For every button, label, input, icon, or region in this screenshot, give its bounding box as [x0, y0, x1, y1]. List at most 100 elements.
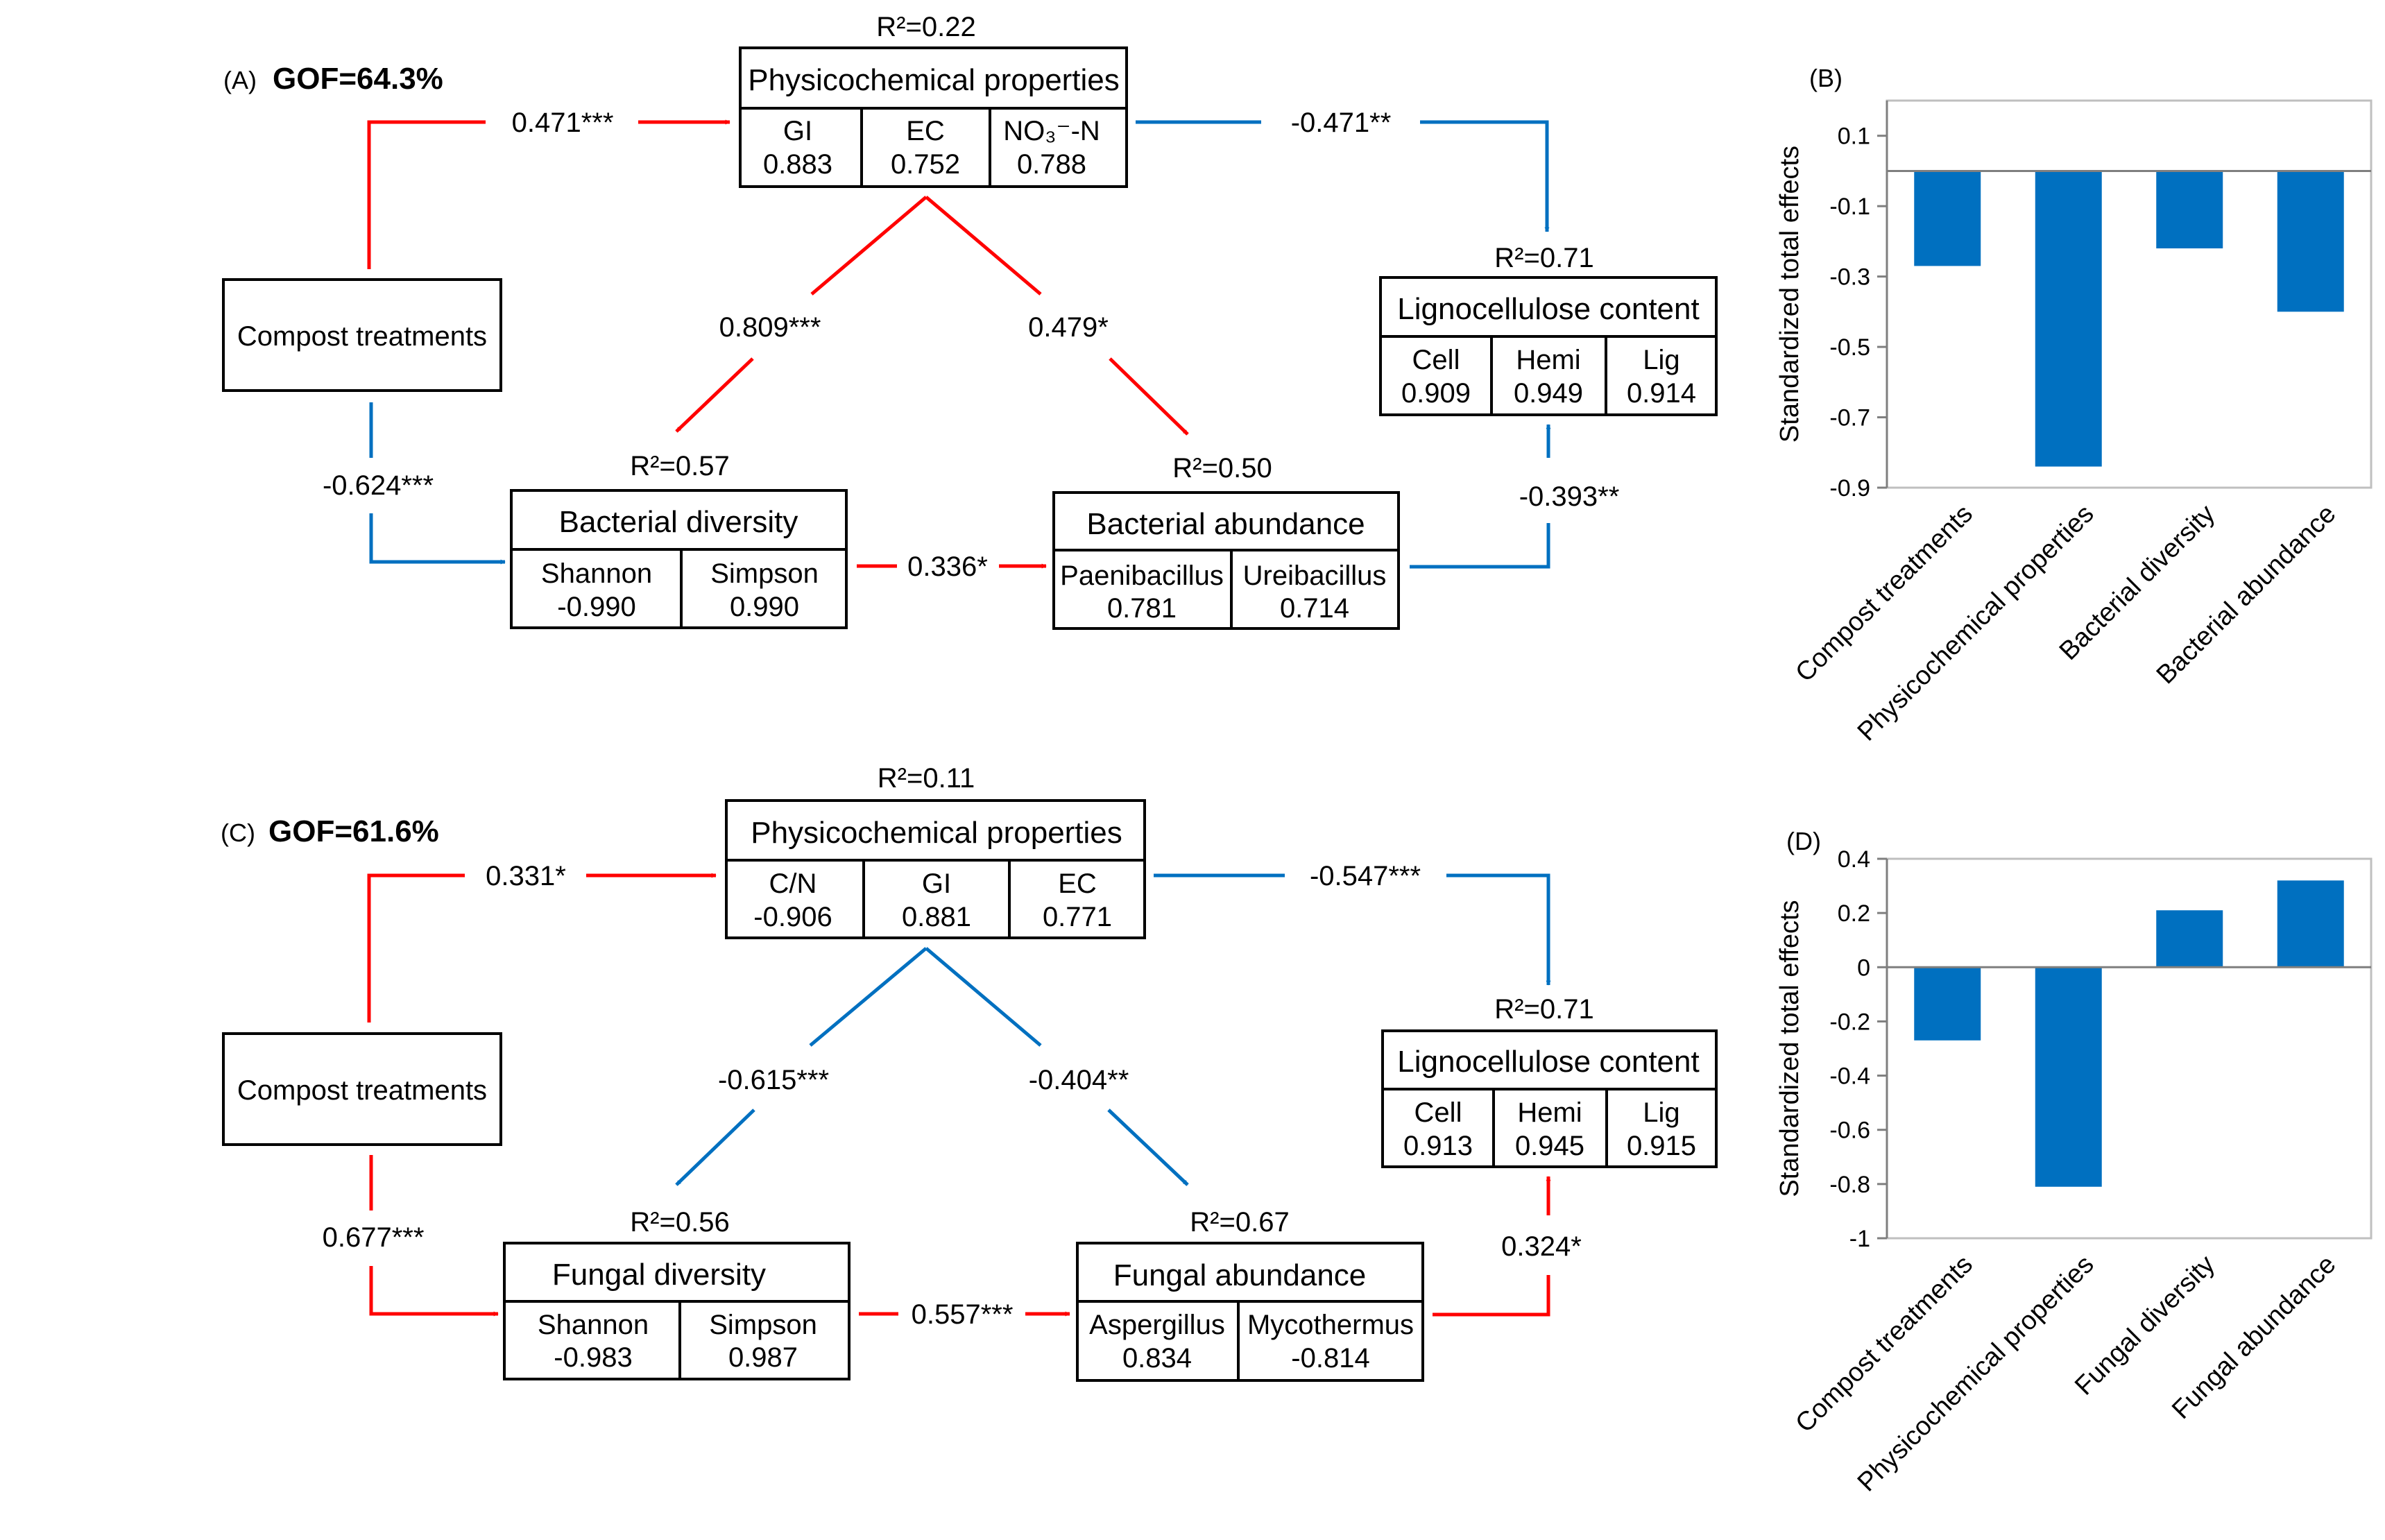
- y-tick-label: -0.3: [1829, 264, 1870, 291]
- ligno-cell-name-a-0: Cell: [1412, 345, 1460, 375]
- panel-c: (C) GOF=61.6% Compost treatments R²=0.11…: [221, 763, 1718, 1382]
- phys-cell-value-a-0: 0.883: [763, 149, 832, 180]
- coef-phys-fabund-c: -0.404**: [1029, 1065, 1129, 1095]
- phys-r2-a: R²=0.22: [876, 12, 975, 42]
- y-tick-label: -1: [1849, 1226, 1870, 1252]
- phys-cell-value-c-0: -0.906: [753, 902, 832, 932]
- ligno-cell-value-a-0: 0.909: [1401, 378, 1471, 409]
- compost-title-c: Compost treatments: [237, 1075, 487, 1106]
- ligno-box-a: R²=0.71 Lignocellulose content Cell 0.90…: [1379, 243, 1718, 416]
- phys-title-a: Physicochemical properties: [748, 63, 1120, 97]
- path-fabund-ligno-c: 0.324*: [1433, 1176, 1582, 1317]
- panel-a-label: (A): [223, 66, 257, 94]
- coef-phys-ligno-a: -0.471**: [1291, 108, 1392, 138]
- phys-title-c: Physicochemical properties: [751, 816, 1122, 850]
- fdiv-cell-name-c-0: Shannon: [538, 1310, 649, 1340]
- y-tick-label: -0.7: [1829, 405, 1870, 431]
- fabund-cell-value-c-1: -0.814: [1291, 1343, 1369, 1374]
- fabund-title-c: Fungal abundance: [1113, 1258, 1367, 1292]
- bar: [1914, 967, 1981, 1041]
- ligno-cell-name-c-2: Lig: [1643, 1097, 1679, 1128]
- compost-box-c: Compost treatments: [222, 1032, 502, 1146]
- path-phys-ligno-c: -0.547***: [1154, 861, 1551, 986]
- babund-title-a: Bacterial abundance: [1086, 507, 1365, 541]
- y-axis-title: Standardized total effects: [1775, 146, 1804, 443]
- coef-compost-phys-a: 0.471***: [512, 108, 614, 138]
- y-tick-label: 0.2: [1838, 900, 1870, 927]
- panel-c-gof: GOF=61.6%: [268, 814, 439, 848]
- path-compost-phys-c: 0.331*: [367, 861, 717, 1023]
- ligno-cell-value-c-0: 0.913: [1403, 1131, 1473, 1161]
- ligno-title-a: Lignocellulose content: [1397, 292, 1699, 326]
- y-tick-label: -0.5: [1829, 334, 1870, 361]
- path-compost-bdiv-a: -0.624***: [323, 402, 506, 565]
- bar: [2156, 171, 2223, 249]
- phys-cell-value-c-1: 0.881: [902, 902, 971, 932]
- phys-cell-value-c-2: 0.771: [1043, 902, 1112, 932]
- phys-cell-name-c-1: GI: [922, 869, 951, 899]
- fabund-r2-c: R²=0.67: [1190, 1207, 1289, 1238]
- phys-cell-name-a-0: GI: [783, 116, 812, 146]
- fabund-box-c: R²=0.67 Fungal abundance Aspergillus 0.8…: [1076, 1207, 1424, 1382]
- coef-fabund-ligno-c: 0.324*: [1501, 1231, 1582, 1262]
- phys-box-a: R²=0.22 Physicochemical properties GI 0.…: [739, 12, 1128, 188]
- bdiv-cell-value-a-0: -0.990: [557, 592, 635, 622]
- path-compost-phys-a: 0.471***: [367, 108, 730, 269]
- coef-phys-bdiv-a: 0.809***: [719, 312, 821, 343]
- ligno-cell-name-c-1: Hemi: [1517, 1097, 1582, 1128]
- y-tick-label: 0.4: [1838, 846, 1870, 873]
- coef-phys-babund-a: 0.479*: [1028, 312, 1109, 343]
- fabund-cell-name-c-1: Mycothermus: [1247, 1310, 1414, 1340]
- fdiv-r2-c: R²=0.56: [630, 1207, 729, 1238]
- path-babund-ligno-a: -0.393**: [1410, 424, 1619, 569]
- coef-compost-bdiv-a: -0.624***: [323, 470, 434, 501]
- coef-compost-phys-c: 0.331*: [486, 861, 566, 891]
- y-tick-label: -0.9: [1829, 475, 1870, 502]
- phys-cell-value-a-1: 0.752: [891, 149, 960, 180]
- babund-r2-a: R²=0.50: [1172, 453, 1272, 484]
- bdiv-box-a: R²=0.57 Bacterial diversity Shannon -0.9…: [510, 451, 848, 629]
- ligno-box-c: R²=0.71 Lignocellulose content Cell 0.91…: [1381, 994, 1718, 1168]
- path-phys-babund-a: 0.479*: [925, 196, 1189, 436]
- ligno-cell-value-c-2: 0.915: [1627, 1131, 1696, 1161]
- bdiv-cell-name-a-0: Shannon: [541, 558, 652, 589]
- bdiv-title-a: Bacterial diversity: [559, 505, 798, 539]
- ligno-cell-name-c-0: Cell: [1414, 1097, 1462, 1128]
- path-compost-fdiv-c: 0.677***: [323, 1155, 499, 1317]
- babund-cell-name-a-0: Paenibacillus: [1060, 561, 1224, 591]
- ligno-cell-name-a-2: Lig: [1643, 345, 1679, 375]
- chart-panel-label: (D): [1786, 827, 1821, 855]
- ligno-r2-a: R²=0.71: [1494, 243, 1593, 273]
- fdiv-title-c: Fungal diversity: [552, 1258, 766, 1292]
- phys-r2-c: R²=0.11: [878, 763, 975, 794]
- y-tick-label: 0: [1857, 955, 1870, 981]
- phys-box-c: R²=0.11 Physicochemical properties C/N -…: [725, 763, 1146, 939]
- babund-cell-value-a-0: 0.781: [1107, 593, 1177, 624]
- fdiv-box-c: R²=0.56 Fungal diversity Shannon -0.983 …: [503, 1207, 850, 1380]
- ligno-cell-name-a-1: Hemi: [1516, 345, 1580, 375]
- coef-phys-ligno-c: -0.547***: [1310, 861, 1421, 891]
- babund-cell-name-a-1: Ureibacillus: [1243, 561, 1387, 591]
- coef-fdiv-fabund-c: 0.557***: [912, 1299, 1014, 1330]
- fdiv-cell-value-c-0: -0.983: [554, 1342, 632, 1373]
- ligno-title-c: Lignocellulose content: [1397, 1045, 1699, 1079]
- bdiv-r2-a: R²=0.57: [630, 451, 729, 481]
- chart-panel-label: (B): [1809, 64, 1843, 92]
- ligno-cell-value-c-1: 0.945: [1515, 1131, 1584, 1161]
- phys-cell-value-a-2: 0.788: [1017, 149, 1086, 180]
- ligno-cell-value-a-2: 0.914: [1627, 378, 1696, 409]
- bdiv-cell-name-a-1: Simpson: [710, 558, 819, 589]
- x-category-label: Physicochemical properties: [1852, 499, 2100, 747]
- bar: [2156, 910, 2223, 968]
- compost-box-a: Compost treatments: [222, 278, 502, 392]
- phys-cell-name-a-2: NO₃⁻-N: [1003, 116, 1100, 146]
- bar: [1914, 171, 1981, 266]
- coef-bdiv-babund-a: 0.336*: [907, 551, 988, 582]
- y-tick-label: -0.2: [1829, 1009, 1870, 1035]
- babund-cell-value-a-1: 0.714: [1280, 593, 1349, 624]
- path-phys-fdiv-c: -0.615***: [675, 947, 928, 1186]
- y-tick-label: 0.1: [1838, 123, 1870, 150]
